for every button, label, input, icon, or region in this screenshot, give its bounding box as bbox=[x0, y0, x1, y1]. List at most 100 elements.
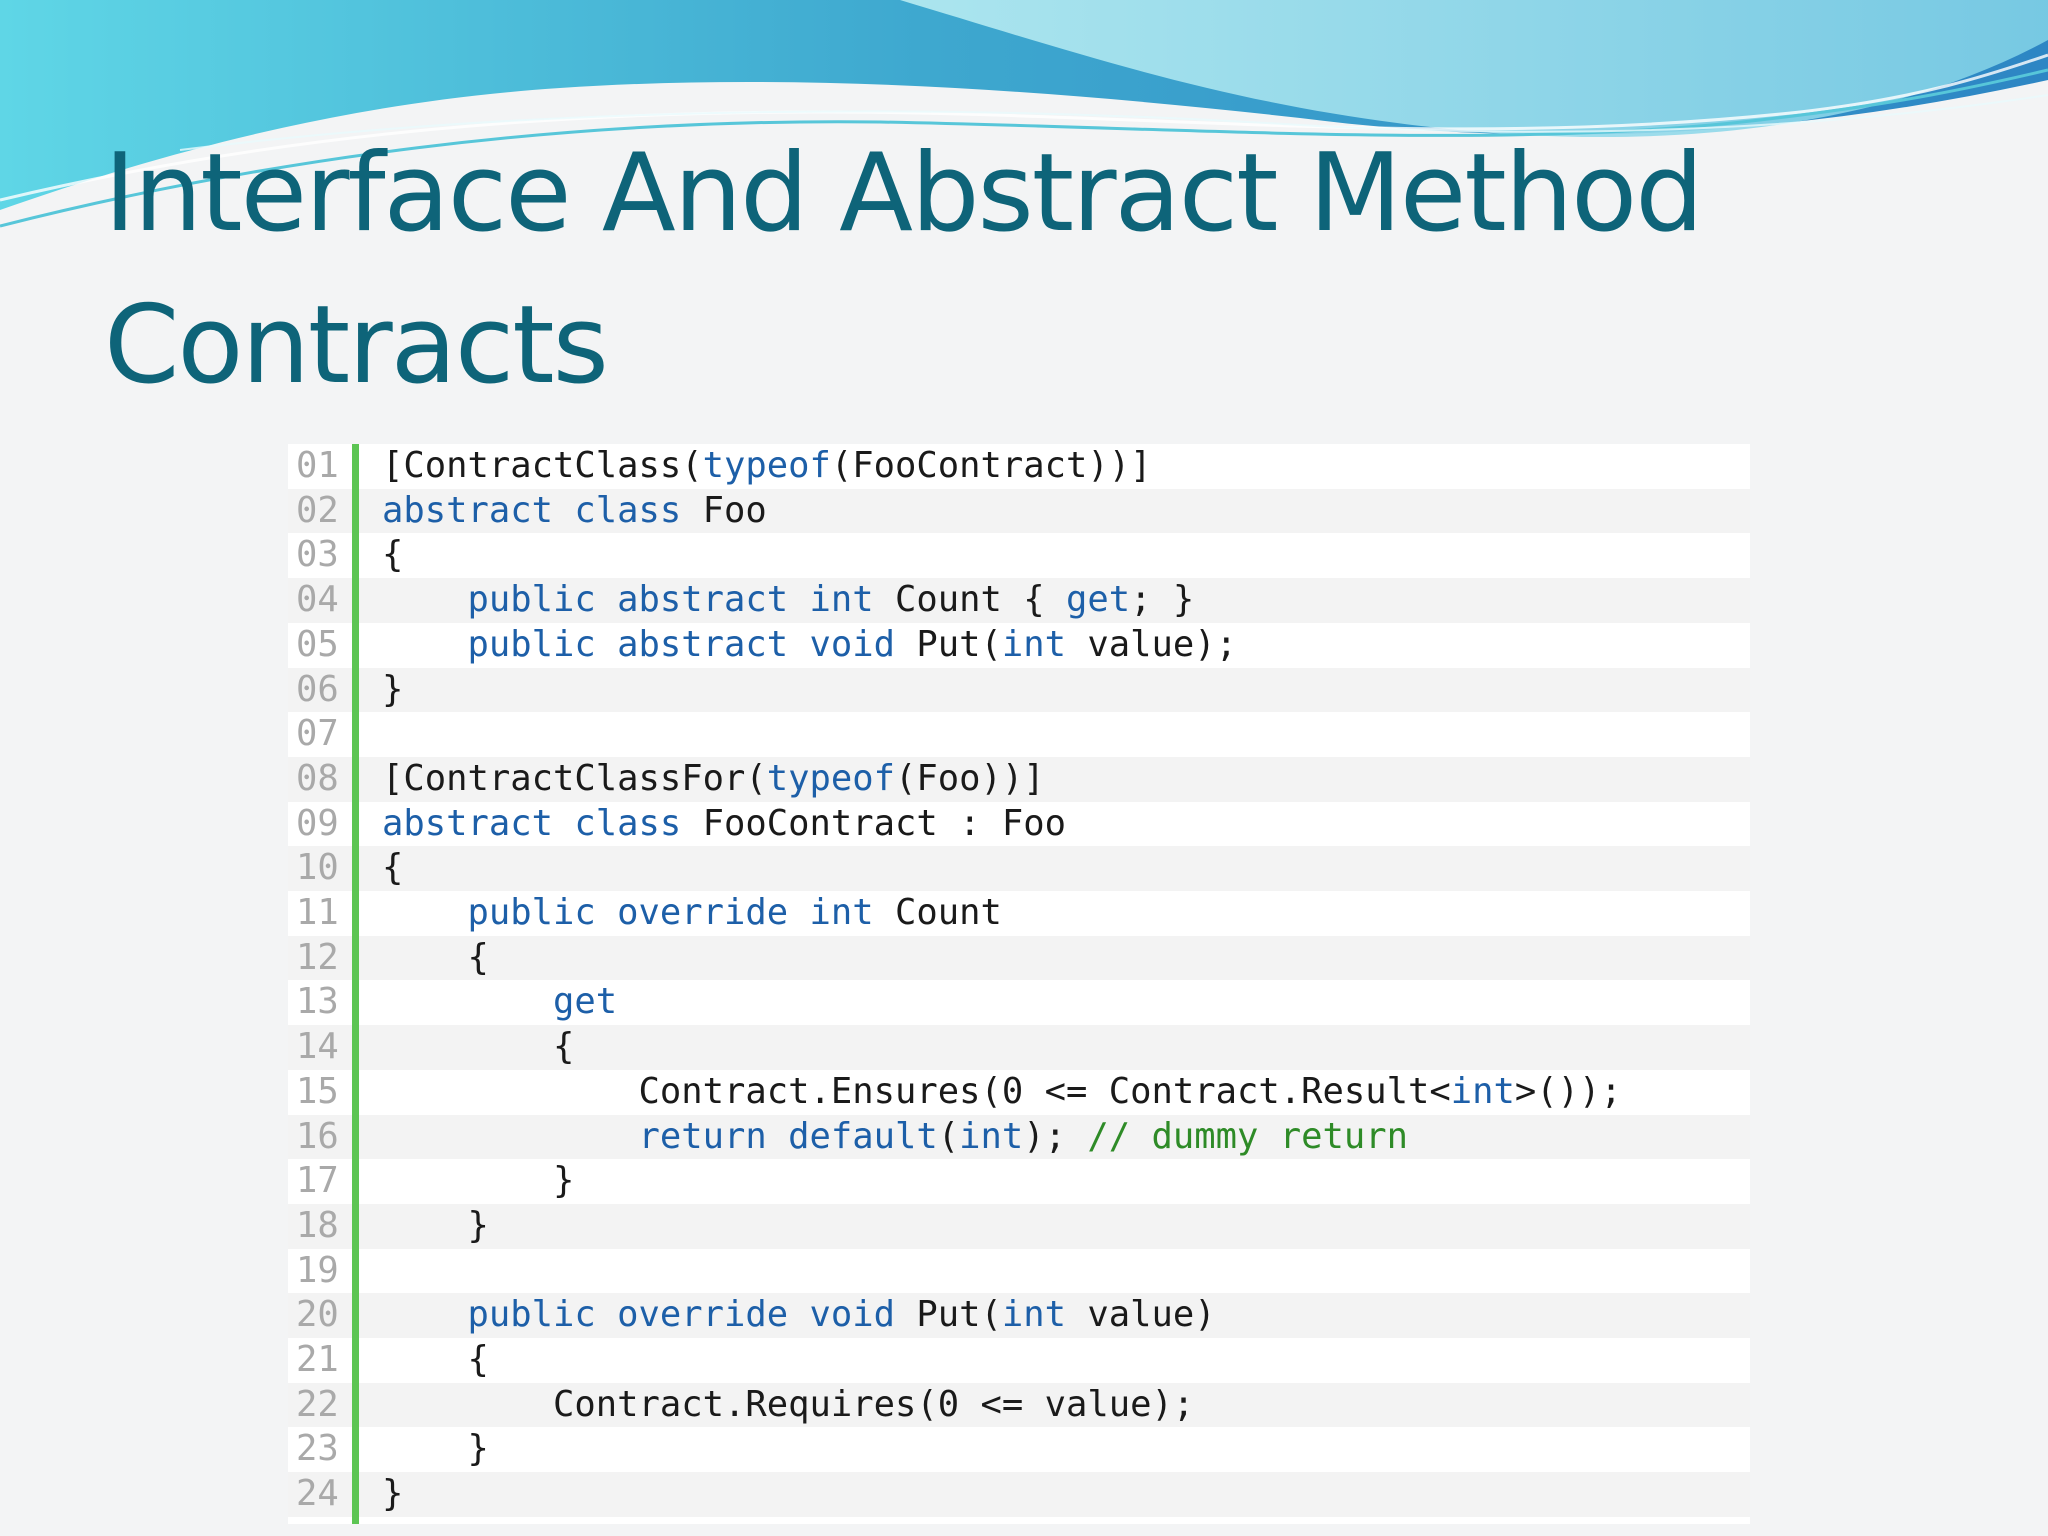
code-text: public override int Count bbox=[467, 892, 1002, 933]
code-text: public abstract void Put(int value); bbox=[467, 623, 1237, 665]
code-text: public abstract int Count { get; } bbox=[467, 579, 1195, 621]
code-keyword: abstract bbox=[617, 623, 789, 665]
code-text: { bbox=[382, 847, 404, 889]
line-number: 08 bbox=[296, 757, 339, 799]
code-keyword: void bbox=[809, 1294, 895, 1336]
line-number: 13 bbox=[296, 981, 339, 1023]
line-number: 15 bbox=[296, 1070, 339, 1112]
code-keyword: public bbox=[467, 623, 596, 665]
line-number: 09 bbox=[296, 802, 339, 844]
code-listing: 01[ContractClass(typeof(FooContract))]02… bbox=[288, 444, 1750, 1524]
line-number: 19 bbox=[296, 1249, 339, 1291]
header-wave-decoration bbox=[0, 0, 2048, 228]
code-text: } bbox=[382, 668, 404, 710]
code-keyword: int bbox=[809, 892, 874, 933]
code-line: 05 public abstract void Put(int value); bbox=[288, 623, 1750, 668]
code-keyword: get bbox=[1065, 579, 1131, 621]
line-number: 23 bbox=[296, 1428, 339, 1470]
code-keyword: get bbox=[552, 981, 618, 1023]
code-line: 19 bbox=[288, 1249, 1750, 1294]
line-number: 14 bbox=[296, 1026, 339, 1068]
code-keyword: abstract bbox=[382, 489, 553, 531]
code-line: 21 { bbox=[288, 1338, 1750, 1383]
code-text: { bbox=[382, 534, 404, 576]
code-comment: // dummy return bbox=[1087, 1115, 1408, 1157]
code-text: get bbox=[382, 980, 617, 1025]
code-line: 07 bbox=[288, 712, 1750, 757]
line-number: 16 bbox=[296, 1115, 339, 1157]
code-text: } bbox=[382, 1160, 575, 1202]
code-line: 18 } bbox=[288, 1203, 1750, 1249]
code-text: Contract.Requires(0 <= value); bbox=[552, 1383, 1195, 1425]
code-text: return default(int); // dummy return bbox=[638, 1115, 1408, 1157]
code-line: 10 { bbox=[288, 846, 1750, 891]
code-text: Contract.Ensures(0 <= Contract.Result<in… bbox=[638, 1070, 1622, 1112]
line-number: 04 bbox=[296, 579, 339, 621]
line-number: 01 bbox=[296, 445, 339, 486]
code-line: 06} bbox=[288, 667, 1750, 713]
line-number: 22 bbox=[296, 1383, 339, 1425]
code-line: 09 abstract class FooContract : Foo bbox=[288, 802, 1750, 847]
code-keyword: abstract bbox=[617, 579, 789, 621]
code-keyword: int bbox=[1450, 1070, 1515, 1112]
code-line: 02 abstract class Foo bbox=[288, 488, 1750, 534]
code-keyword: void bbox=[809, 623, 895, 665]
code-keyword: override bbox=[617, 1294, 789, 1336]
code-text: } bbox=[382, 1428, 489, 1470]
line-number: 11 bbox=[296, 892, 339, 933]
line-number: 24 bbox=[296, 1473, 339, 1515]
code-text: } bbox=[382, 1204, 489, 1246]
code-keyword: typeof bbox=[766, 757, 895, 799]
code-line: 04 public abstract int Count { get; } bbox=[288, 578, 1750, 623]
code-keyword: int bbox=[959, 1115, 1024, 1157]
code-text: { bbox=[382, 1026, 575, 1068]
line-number: 05 bbox=[296, 623, 339, 665]
code-keyword: typeof bbox=[702, 445, 831, 486]
code-line: 11 public override int Count bbox=[288, 891, 1750, 936]
code-keyword: public bbox=[467, 892, 596, 933]
code-keyword: int bbox=[809, 579, 874, 621]
code-keyword: public bbox=[467, 579, 596, 621]
line-number: 20 bbox=[296, 1294, 339, 1336]
code-line: 01 [ContractClass(typeof(FooContract))] bbox=[288, 444, 1750, 489]
slide-title-line: Interface And Abstract Method bbox=[104, 131, 1704, 256]
code-gutter-bar bbox=[352, 444, 359, 1524]
code-keyword: return bbox=[638, 1115, 767, 1157]
line-number: 10 bbox=[296, 847, 339, 889]
slide-title-line: Contracts bbox=[104, 283, 609, 408]
line-number: 02 bbox=[296, 489, 339, 531]
code-keyword: class bbox=[574, 802, 682, 844]
code-line: 17 } bbox=[288, 1159, 1750, 1204]
line-number: 12 bbox=[296, 936, 339, 978]
code-line: 16 return default(int); // dummy return bbox=[288, 1114, 1750, 1160]
code-line: 03 { bbox=[288, 533, 1750, 578]
code-keyword: abstract bbox=[382, 802, 553, 844]
code-keyword: override bbox=[617, 892, 789, 933]
code-text: [ContractClass(typeof(FooContract))] bbox=[382, 445, 1152, 486]
code-line: 13 get bbox=[288, 980, 1750, 1025]
line-number: 06 bbox=[296, 668, 339, 710]
code-line: 22 Contract.Requires(0 <= value); bbox=[288, 1382, 1750, 1428]
line-number: 03 bbox=[296, 534, 339, 576]
code-text: abstract class Foo bbox=[382, 489, 767, 531]
code-line: 20 public override void Put(int value) bbox=[288, 1293, 1750, 1338]
code-text: public override void Put(int value) bbox=[467, 1294, 1216, 1336]
code-line: 23 } bbox=[288, 1427, 1750, 1472]
line-number: 07 bbox=[296, 713, 339, 755]
line-number: 21 bbox=[296, 1339, 339, 1380]
code-line: 14 { bbox=[288, 1025, 1750, 1070]
code-line: 08 [ContractClassFor(typeof(Foo))] bbox=[288, 756, 1750, 802]
code-line: 12 { bbox=[288, 935, 1750, 981]
code-keyword: class bbox=[574, 489, 682, 531]
code-text: { bbox=[382, 1339, 489, 1380]
code-keyword: default bbox=[788, 1115, 938, 1157]
line-number: 18 bbox=[296, 1204, 339, 1246]
code-keyword: int bbox=[1001, 1294, 1066, 1336]
code-keyword: int bbox=[1001, 623, 1066, 665]
code-text: [ContractClassFor(typeof(Foo))] bbox=[382, 757, 1045, 799]
slide-title: Interface And Abstract Method Contracts bbox=[104, 118, 2004, 422]
line-number: 17 bbox=[296, 1160, 339, 1202]
code-text: abstract class FooContract : Foo bbox=[382, 802, 1066, 844]
code-line: 24} bbox=[288, 1472, 1750, 1517]
code-text: } bbox=[382, 1473, 404, 1515]
